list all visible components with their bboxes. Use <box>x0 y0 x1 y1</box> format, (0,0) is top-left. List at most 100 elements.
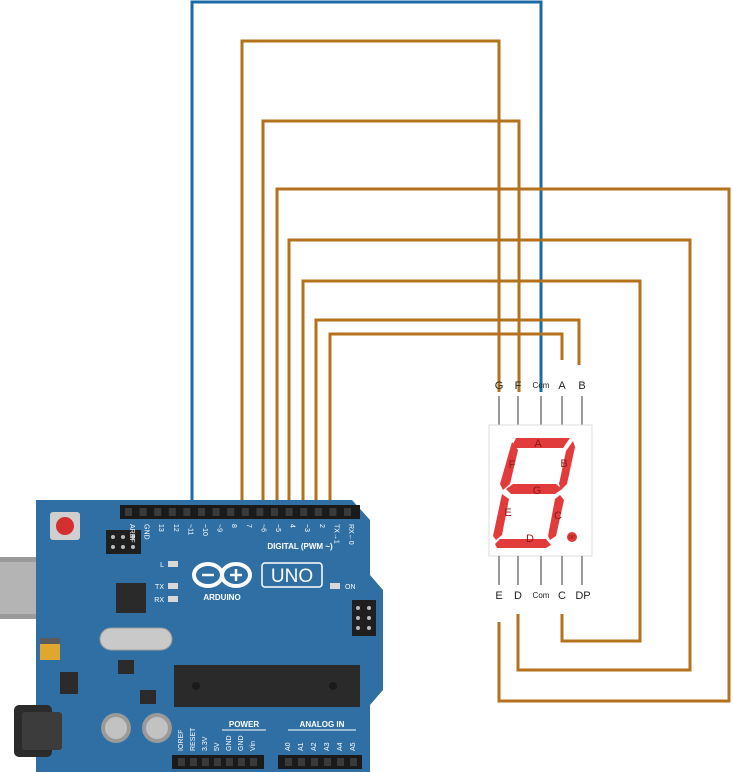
digital-pin-label: 7 <box>245 524 252 528</box>
power-pin-label: GND <box>226 735 233 751</box>
analog-pin-label: A2 <box>311 742 318 751</box>
pin-label-top-a: A <box>558 380 566 392</box>
digital-pin-label: ~6 <box>259 524 266 532</box>
board-name: UNO <box>271 566 313 587</box>
seven-segment-display: G F Com A B A B C D E F G DP <box>488 380 593 602</box>
segment-label-g: G <box>533 485 542 497</box>
pin-label-top-g: G <box>495 380 504 392</box>
segment-label-e: E <box>504 507 511 519</box>
segment-dp <box>567 532 577 542</box>
led-rx <box>168 596 178 602</box>
wire-g <box>240 39 501 505</box>
power-socket <box>190 758 197 766</box>
pin-label-top-f: F <box>515 380 522 392</box>
digital-pin-label: TX→1 <box>332 524 339 544</box>
segment-g <box>506 484 562 494</box>
segment-label-f: F <box>509 459 516 471</box>
digital-socket <box>285 508 293 516</box>
digital-socket <box>168 508 176 516</box>
digital-pin-label: ~9 <box>216 524 223 532</box>
wire-common <box>190 0 543 505</box>
board-pcb <box>36 500 383 772</box>
digital-socket <box>125 508 132 516</box>
power-pin-label: GND <box>238 735 245 751</box>
power-socket <box>214 758 221 766</box>
led-l <box>168 561 178 567</box>
power-pin-label: IOREF <box>178 730 185 751</box>
power-pin-label: RESET <box>190 727 197 751</box>
digital-pin-label: GND <box>143 524 150 540</box>
power-pin-label: Vin <box>250 741 257 751</box>
top-pin-legs <box>498 396 583 425</box>
digital-socket <box>271 508 278 516</box>
segment-d <box>495 539 551 548</box>
led-tx <box>168 583 178 589</box>
wire-c <box>301 279 642 643</box>
segment-a <box>511 438 570 448</box>
power-socket <box>202 758 209 766</box>
pin-label-bottom-com: Com <box>533 591 550 600</box>
pin-label-bottom-dp: DP <box>575 590 590 602</box>
led-label-l: L <box>160 562 164 569</box>
analog-socket <box>324 758 331 766</box>
analog-socket <box>285 758 292 766</box>
led-label-on: ON <box>345 584 356 591</box>
segment-label-b: B <box>560 458 567 470</box>
analog-socket <box>350 758 357 766</box>
power-socket <box>238 758 245 766</box>
wire-a <box>328 332 564 505</box>
digital-header <box>120 505 360 519</box>
analog-label: ANALOG IN <box>300 720 345 729</box>
digital-pin-label: RX←0 <box>347 524 354 545</box>
wire-d <box>287 238 692 672</box>
crystal-oscillator <box>99 627 173 651</box>
digital-socket <box>154 508 162 516</box>
power-label: POWER <box>229 720 259 729</box>
power-socket <box>178 758 185 766</box>
power-pin-label: 3.3V <box>202 736 209 751</box>
digital-pin-label: AREF <box>128 524 135 543</box>
analog-pin-label: A5 <box>350 742 357 751</box>
wire-b <box>314 318 581 505</box>
digital-socket <box>227 508 235 516</box>
analog-pin-label: A1 <box>298 742 305 751</box>
pin-label-bottom-d: D <box>514 590 522 602</box>
icsp-header-1 <box>106 530 141 554</box>
pin-label-bottom-c: C <box>558 590 566 602</box>
pin-label-top-b: B <box>578 380 585 392</box>
segment-label-c: C <box>554 510 562 522</box>
digital-label: DIGITAL (PWM ~) <box>267 542 333 551</box>
digital-pin-label: ~11 <box>186 524 193 535</box>
analog-pin-label: A4 <box>337 742 344 751</box>
wire-f <box>261 119 521 505</box>
digital-socket <box>344 508 351 516</box>
digital-pin-label: 12 <box>172 524 179 532</box>
power-socket <box>226 758 233 766</box>
brand-label: ARDUINO <box>203 593 240 602</box>
digital-pin-label: ~10 <box>201 524 208 536</box>
analog-socket <box>298 758 305 766</box>
digital-pin-label: 13 <box>157 524 164 532</box>
segment-e <box>493 494 509 540</box>
analog-pin-label: A0 <box>285 742 292 751</box>
segment-c <box>548 495 564 540</box>
digital-socket <box>198 508 205 516</box>
segment-label-d: D <box>526 533 534 545</box>
pin-label-bottom-e: E <box>495 590 502 602</box>
digital-socket <box>241 508 249 516</box>
usb-serial-chip <box>116 583 146 613</box>
wire-e <box>275 187 731 703</box>
digital-socket <box>139 508 147 516</box>
digital-socket <box>256 508 264 516</box>
icsp-header-2 <box>352 600 376 636</box>
wires <box>190 0 731 703</box>
digital-pin-label: ~3 <box>303 524 310 532</box>
digital-pin-label: ~5 <box>274 524 281 532</box>
power-socket <box>250 758 257 766</box>
led-label-tx: TX <box>155 584 164 591</box>
segment-label-dp: DP <box>569 535 577 541</box>
digital-pin-label: 2 <box>318 524 325 528</box>
